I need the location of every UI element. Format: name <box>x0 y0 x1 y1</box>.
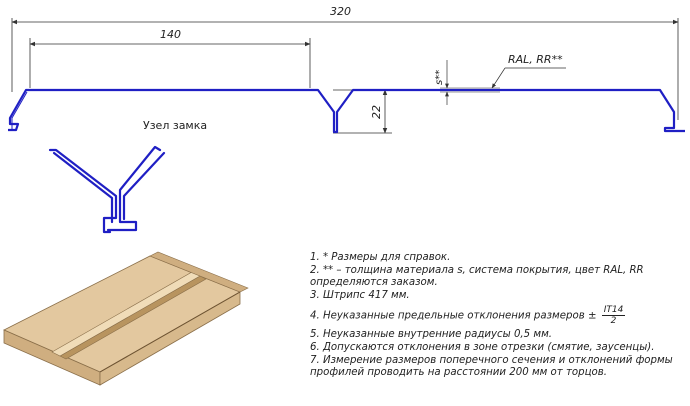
dimension-rib-height: 22 <box>333 89 392 134</box>
lock-node-detail <box>48 145 166 234</box>
note-6: 6. Допускаются отклонения в зоне отрезки… <box>310 341 655 353</box>
coating-leader: RAL, RR** <box>491 53 566 89</box>
note-2a: 2. ** – толщина материала s, система пок… <box>310 264 644 276</box>
rib-height-label: 22 <box>370 105 383 119</box>
tolerance-denominator: 2 <box>610 316 617 327</box>
coating-label: RAL, RR** <box>508 53 563 66</box>
tolerance-numerator: IT14 <box>601 305 626 317</box>
notes-block: 1. * Размеры для справок. 2. ** – толщин… <box>310 252 688 380</box>
overall-width-label: 320 <box>330 5 351 18</box>
note-4: 4. Неуказанные предельные отклонения раз… <box>310 305 688 326</box>
note-3: 3. Штрипс 417 мм. <box>310 289 410 301</box>
panel-3d-view <box>3 251 249 386</box>
tolerance-fraction: IT14 2 <box>601 305 626 327</box>
profile-inner-line <box>11 91 28 129</box>
note-5: 5. Неуказанные внутренние радиусы 0,5 мм… <box>310 329 552 341</box>
note-2b: определяются заказом. <box>310 277 438 289</box>
lock-node-label: Узел замка <box>143 119 207 132</box>
note-7b: профилей проводить на расстоянии 200 мм … <box>310 367 607 379</box>
thickness-label: s** <box>434 70 445 85</box>
profile-cross-section <box>8 88 685 134</box>
note-7a: 7. Измерение размеров поперечного сечени… <box>310 354 673 366</box>
dimension-thickness: s** <box>434 60 500 105</box>
note-1: 1. * Размеры для справок. <box>310 252 451 263</box>
rib-spacing-label: 140 <box>160 28 181 41</box>
note-4-text: 4. Неуказанные предельные отклонения раз… <box>310 310 597 322</box>
dimension-rib-spacing: 140 <box>29 28 311 88</box>
dimension-overall-width: 320 <box>11 5 679 120</box>
